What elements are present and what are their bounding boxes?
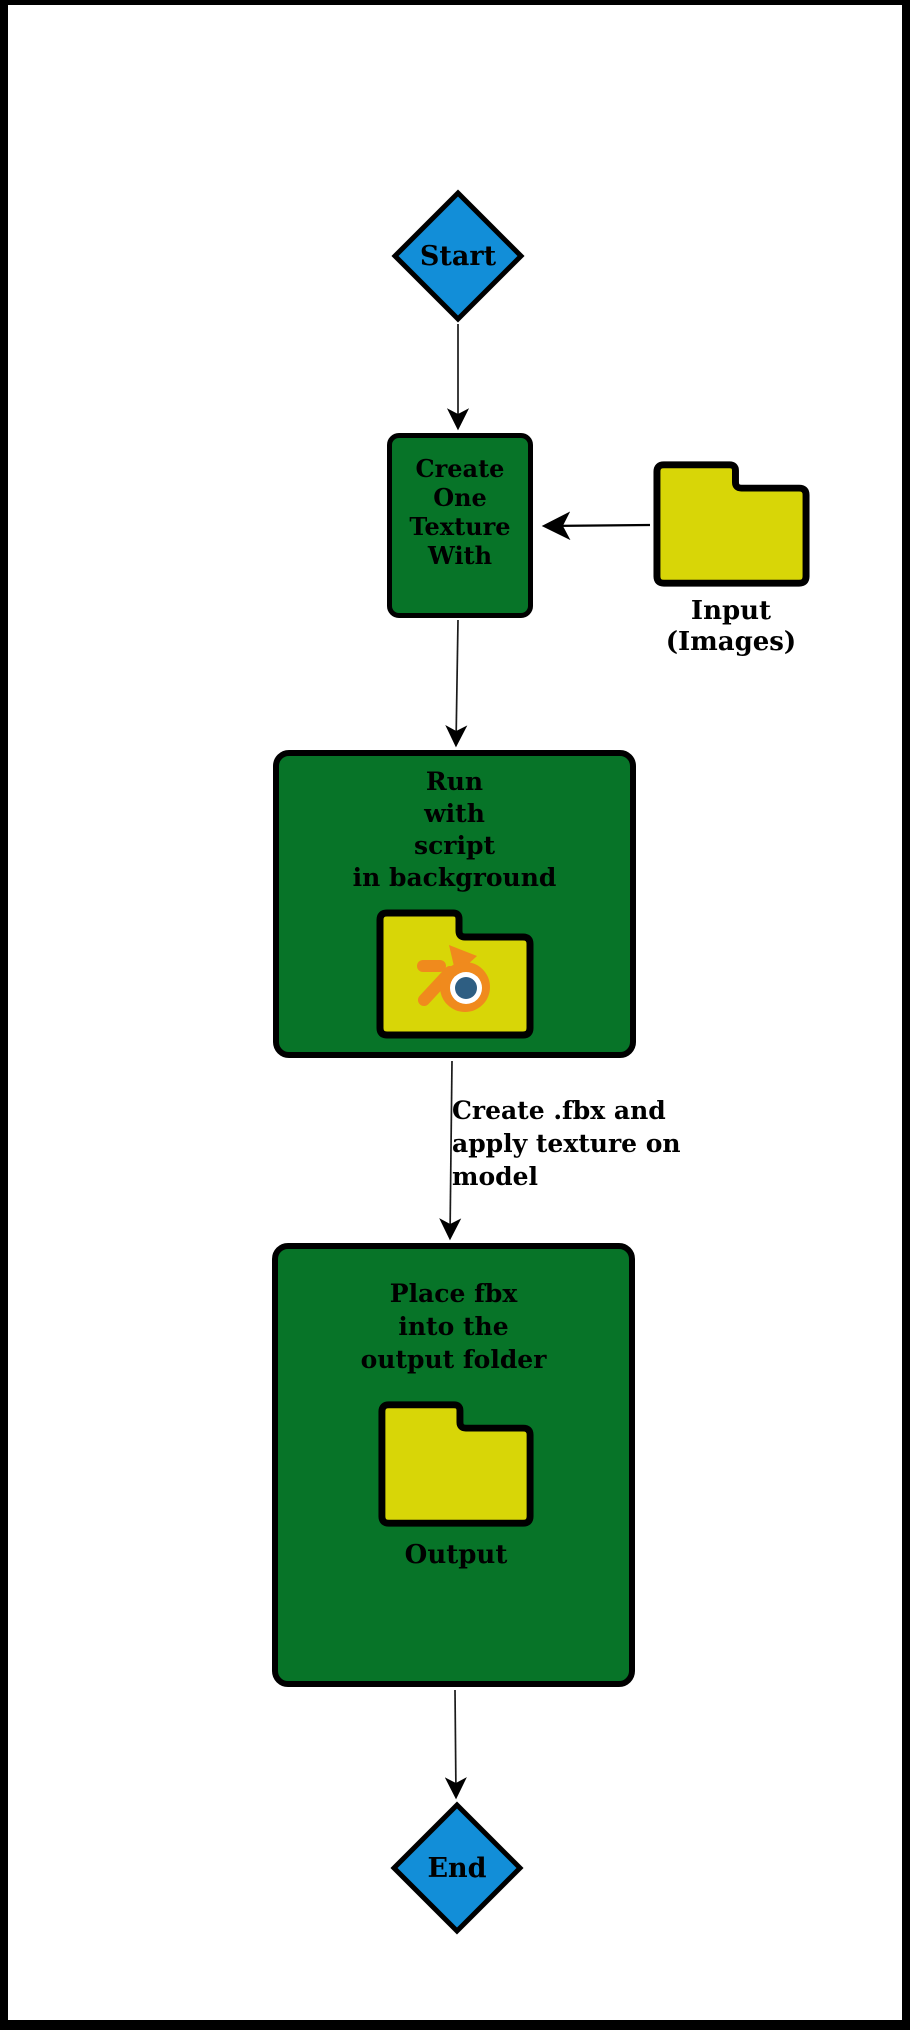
arrow-create-to-run [445, 619, 468, 748]
node-text: Run with script in background [279, 766, 630, 894]
folder-icon [653, 461, 810, 587]
node-text-line: With [427, 541, 493, 570]
node-text-line: One [433, 483, 487, 512]
edge-label-line: Create .fbx and [452, 1096, 666, 1125]
node-text-line: Run [425, 767, 484, 796]
process-node-run-script: Run with script in background [273, 750, 636, 1058]
node-text-line: Place fbx [389, 1279, 518, 1308]
blender-logo-icon [417, 945, 490, 1012]
end-node: End [390, 1801, 524, 1935]
diamond-shape [391, 189, 525, 323]
node-text: Create One Texture With [392, 454, 528, 570]
end-label: End [427, 1852, 487, 1884]
node-text-line: Texture [409, 512, 511, 541]
node-text-line: with [424, 799, 485, 828]
process-node-create-texture: Create One Texture With [387, 433, 533, 618]
edge-label-line: apply texture on [452, 1129, 681, 1158]
arrow-place-to-end [444, 1689, 467, 1800]
start-label: Start [419, 240, 497, 272]
edge-label-line: model [452, 1162, 539, 1191]
input-caption-line: Input [690, 596, 772, 626]
input-folder-caption: Input (Images) [631, 596, 831, 658]
input-caption-line: (Images) [665, 627, 797, 657]
arrow-input-to-create [541, 511, 651, 541]
node-text-line: output folder [360, 1345, 547, 1374]
node-text-line: into the [398, 1312, 509, 1341]
diamond-shape [390, 1801, 524, 1935]
output-folder-caption: Output [404, 1540, 508, 1570]
node-text-line: in background [352, 863, 557, 892]
folder-icon [378, 1401, 534, 1527]
edge-label-create-fbx: Create .fbx and apply texture on model [452, 1094, 732, 1193]
node-text-line: Create [415, 454, 505, 483]
start-node: Start [391, 189, 525, 323]
node-text: Place fbx into the output folder [278, 1277, 629, 1376]
node-text-line: script [414, 831, 495, 860]
